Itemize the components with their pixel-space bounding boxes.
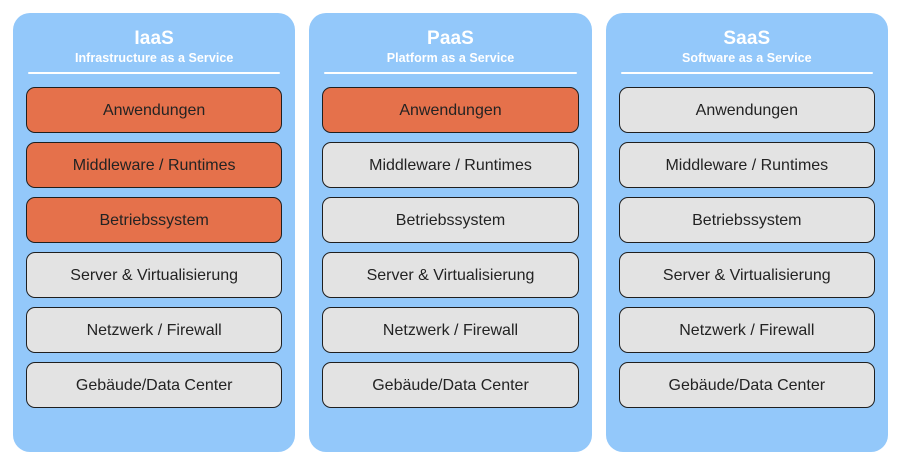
panel-header-iaas: IaaS Infrastructure as a Service [26, 13, 282, 74]
service-model-panel-saas: SaaS Software as a Service Anwendungen M… [605, 13, 888, 452]
layer-box-iaas-server-virtualisierung: Server & Virtualisierung [26, 252, 283, 298]
panel-title-saas: SaaS [723, 28, 771, 49]
layer-box-iaas-middleware-runtimes: Middleware / Runtimes [26, 142, 283, 188]
layer-box-saas-netzwerk-firewall: Netzwerk / Firewall [618, 307, 875, 353]
panel-header-paas: PaaS Platform as a Service [322, 13, 578, 74]
layer-box-saas-anwendungen: Anwendungen [618, 87, 875, 133]
layer-box-paas-middleware-runtimes: Middleware / Runtimes [322, 142, 579, 188]
layer-stack-iaas: Anwendungen Middleware / Runtimes Betrie… [26, 74, 283, 452]
layer-box-iaas-betriebssystem: Betriebssystem [26, 197, 283, 243]
panel-divider-iaas [28, 72, 281, 74]
layer-box-iaas-anwendungen: Anwendungen [26, 87, 283, 133]
panel-subtitle-iaas: Infrastructure as a Service [74, 51, 234, 65]
layer-box-saas-middleware-runtimes: Middleware / Runtimes [618, 142, 875, 188]
layer-box-paas-anwendungen: Anwendungen [322, 87, 579, 133]
layer-box-iaas-gebaeude-data-center: Gebäude/Data Center [26, 362, 283, 408]
panel-subtitle-saas: Software as a Service [682, 51, 812, 65]
service-model-panel-iaas: IaaS Infrastructure as a Service Anwendu… [13, 13, 296, 452]
layer-stack-saas: Anwendungen Middleware / Runtimes Betrie… [618, 74, 875, 452]
panel-divider-paas [324, 72, 577, 74]
layer-box-iaas-netzwerk-firewall: Netzwerk / Firewall [26, 307, 283, 353]
panel-title-paas: PaaS [427, 28, 474, 49]
panel-divider-saas [620, 72, 873, 74]
layer-box-paas-netzwerk-firewall: Netzwerk / Firewall [322, 307, 579, 353]
layer-box-paas-gebaeude-data-center: Gebäude/Data Center [322, 362, 579, 408]
layer-box-saas-betriebssystem: Betriebssystem [618, 197, 875, 243]
layer-box-saas-gebaeude-data-center: Gebäude/Data Center [618, 362, 875, 408]
layer-stack-paas: Anwendungen Middleware / Runtimes Betrie… [322, 74, 579, 452]
layer-box-paas-betriebssystem: Betriebssystem [322, 197, 579, 243]
panel-header-saas: SaaS Software as a Service [619, 13, 875, 74]
layer-box-paas-server-virtualisierung: Server & Virtualisierung [322, 252, 579, 298]
panel-title-iaas: IaaS [134, 28, 174, 49]
panel-subtitle-paas: Platform as a Service [386, 51, 515, 65]
service-model-panel-paas: PaaS Platform as a Service Anwendungen M… [309, 13, 592, 452]
layer-box-saas-server-virtualisierung: Server & Virtualisierung [618, 252, 875, 298]
